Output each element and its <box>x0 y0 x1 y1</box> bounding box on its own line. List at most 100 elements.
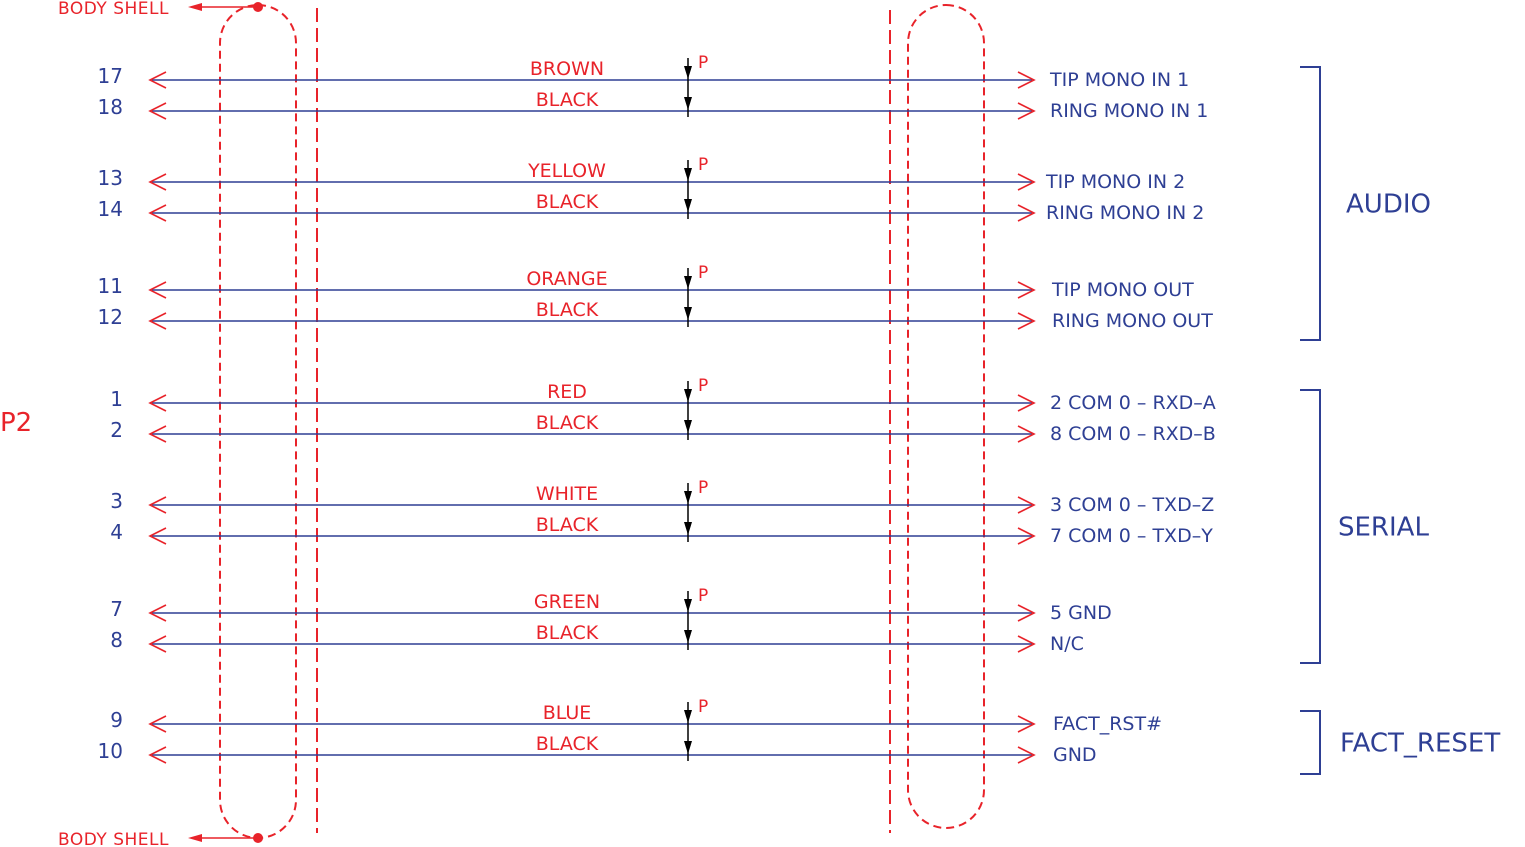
pair-marker-label: P <box>698 478 708 498</box>
signal-label: TIP MONO OUT <box>1051 279 1194 301</box>
wire-color-label: BLACK <box>536 622 599 644</box>
group-label: FACT_RESET <box>1340 729 1500 759</box>
connector-label: P2 <box>0 408 32 438</box>
pin-number: 3 <box>110 489 123 513</box>
pin-number: 1 <box>110 387 123 411</box>
pin-number: 18 <box>98 95 123 119</box>
wire-color-label: BLACK <box>536 191 599 213</box>
wire-row: 9 BLUE FACT_RST# <box>110 702 1162 735</box>
right-arrowhead <box>1017 71 1036 89</box>
twisted-pair-marker: P <box>684 263 708 327</box>
marker-arrow-up <box>684 491 692 504</box>
signal-label: 3 COM 0 – TXD–Z <box>1050 494 1214 516</box>
right-arrowhead <box>1017 281 1036 299</box>
left-arrowhead <box>148 604 167 622</box>
wire-color-label: GREEN <box>534 591 600 613</box>
marker-arrow-up <box>684 710 692 723</box>
marker-arrow-down <box>684 307 692 320</box>
pin-number: 10 <box>98 739 123 763</box>
wire-color-label: BLUE <box>543 702 592 724</box>
group-label: SERIAL <box>1338 513 1429 543</box>
right-arrowhead <box>1017 204 1036 222</box>
pair-marker-label: P <box>698 586 708 606</box>
pair-marker-label: P <box>698 376 708 396</box>
right-arrowhead <box>1017 746 1036 764</box>
pair-marker-label: P <box>698 697 708 717</box>
marker-arrow-up <box>684 276 692 289</box>
signal-label: 5 GND <box>1050 602 1112 624</box>
marker-arrow-up <box>684 389 692 402</box>
twisted-pair-marker: P <box>684 697 708 761</box>
left-arrowhead <box>148 635 167 653</box>
wire-row: 7 GREEN 5 GND <box>110 591 1111 624</box>
left-arrowhead <box>148 71 167 89</box>
bracket-line <box>1300 389 1321 664</box>
wire-color-label: ORANGE <box>526 268 607 290</box>
signal-label: RING MONO OUT <box>1052 310 1213 332</box>
group-bracket: AUDIO <box>1300 66 1431 341</box>
wire-color-label: BLACK <box>536 733 599 755</box>
pin-number: 7 <box>110 597 123 621</box>
right-arrowhead <box>1017 496 1036 514</box>
twisted-pair-marker: P <box>684 155 708 219</box>
right-arrowhead <box>1017 312 1036 330</box>
pin-number: 17 <box>98 64 123 88</box>
body-shell-top: BODY SHELL <box>58 0 263 19</box>
wire-color-label: BLACK <box>536 299 599 321</box>
pin-number: 11 <box>98 274 123 298</box>
pin-number: 4 <box>110 520 123 544</box>
wire-color-label: BLACK <box>536 412 599 434</box>
pair-marker-label: P <box>698 53 708 73</box>
groups-layer: AUDIO SERIAL FACT_RESET <box>1300 66 1500 775</box>
wire-color-label: RED <box>547 381 587 403</box>
body-shell-top-arrow <box>188 3 202 11</box>
left-arrowhead <box>148 496 167 514</box>
left-arrowhead <box>148 102 167 120</box>
right-arrowhead <box>1017 715 1036 733</box>
bracket-line <box>1300 66 1321 341</box>
signal-label: TIP MONO IN 1 <box>1049 69 1189 91</box>
body-shell-bottom-label: BODY SHELL <box>58 830 169 847</box>
right-arrowhead <box>1017 604 1036 622</box>
signal-label: 7 COM 0 – TXD–Y <box>1050 525 1213 547</box>
twisted-pair-marker: P <box>684 478 708 542</box>
left-arrowhead <box>148 281 167 299</box>
body-shell-bottom-arrow <box>188 834 202 842</box>
wire-row: 11 ORANGE TIP MONO OUT <box>98 268 1195 301</box>
wire-color-label: WHITE <box>536 483 598 505</box>
wire-pair: 3 WHITE 3 COM 0 – TXD–Z 4 BLACK 7 COM 0 – TXD… <box>110 478 1214 547</box>
wire-row: 3 WHITE 3 COM 0 – TXD–Z <box>110 483 1214 516</box>
twisted-pair-marker: P <box>684 53 708 117</box>
pair-marker-label: P <box>698 155 708 175</box>
pin-number: 9 <box>110 708 123 732</box>
left-arrowhead <box>148 173 167 191</box>
right-shield-oval <box>907 4 985 829</box>
group-bracket: FACT_RESET <box>1300 710 1500 775</box>
right-arrowhead <box>1017 394 1036 412</box>
left-arrowhead <box>148 527 167 545</box>
marker-arrow-down <box>684 630 692 643</box>
signal-label: FACT_RST# <box>1053 713 1162 735</box>
left-shield-oval <box>219 4 297 839</box>
wire-row: 4 BLACK 7 COM 0 – TXD–Y <box>110 514 1213 547</box>
right-arrowhead <box>1017 635 1036 653</box>
group-bracket: SERIAL <box>1300 389 1429 664</box>
pin-number: 14 <box>98 197 123 221</box>
wire-color-label: YELLOW <box>527 160 606 182</box>
body-shell-top-label: BODY SHELL <box>58 0 169 19</box>
signal-label: 2 COM 0 – RXD–A <box>1050 392 1216 414</box>
body-shell-bottom: BODY SHELL <box>58 830 263 847</box>
pin-number: 13 <box>98 166 123 190</box>
right-arrowhead <box>1017 425 1036 443</box>
pin-number: 2 <box>110 418 123 442</box>
wire-color-label: BLACK <box>536 514 599 536</box>
